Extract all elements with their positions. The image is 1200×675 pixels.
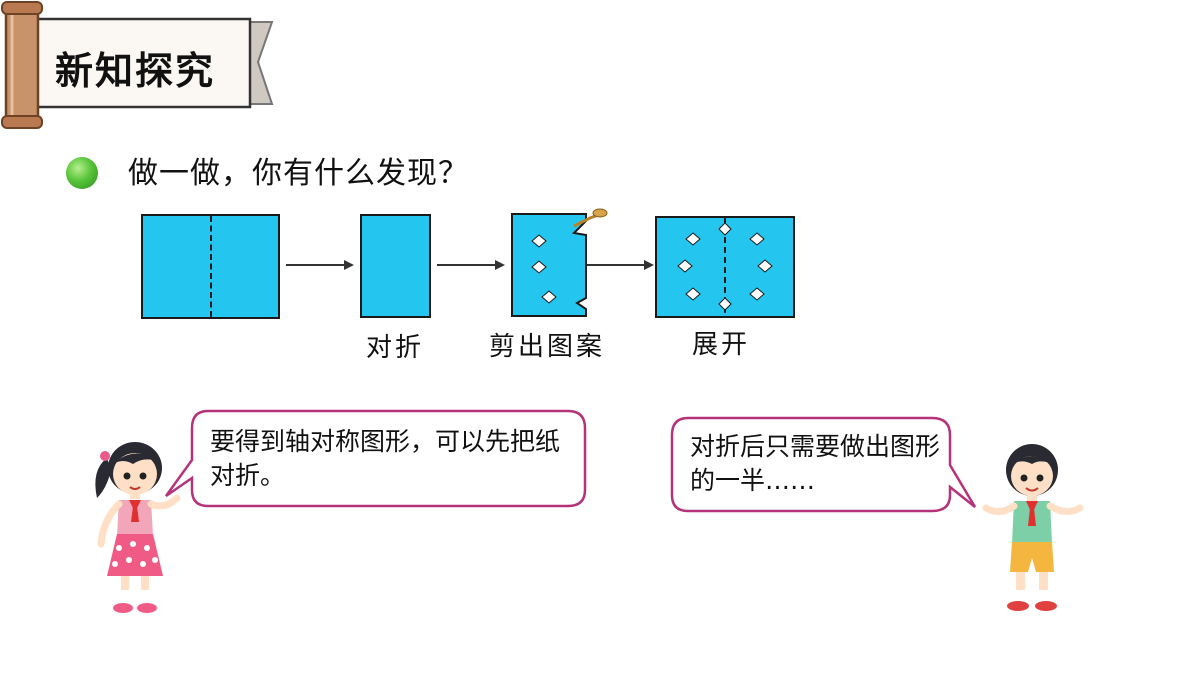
boy-speech-bubble bbox=[670, 416, 977, 513]
banner-title: 新知探究 bbox=[55, 48, 216, 93]
green-bullet-icon bbox=[66, 157, 98, 189]
step-label-fold: 对折 bbox=[366, 333, 425, 363]
paper-unfolded bbox=[655, 216, 795, 318]
paper-folded bbox=[360, 214, 431, 318]
question-text: 做一做，你有什么发现？ bbox=[128, 156, 469, 191]
girl-character bbox=[95, 442, 181, 613]
arrow-right-icon bbox=[286, 260, 354, 270]
girl-speech-text: 要得到轴对称图形，可以先把纸对折。 bbox=[210, 427, 561, 490]
paper-cut bbox=[511, 213, 587, 317]
arrow-right-icon bbox=[586, 260, 654, 270]
section-banner bbox=[1, 1, 274, 129]
boy-speech-text: 对折后只需要做出图形的一半…… bbox=[690, 432, 941, 495]
arrow-right-icon bbox=[437, 260, 505, 270]
scissors-icon bbox=[573, 208, 608, 228]
paper-full bbox=[141, 214, 280, 319]
step-label-unfold: 展开 bbox=[692, 330, 751, 360]
banner-ribbon-tail bbox=[247, 21, 274, 105]
girl-speech-bubble bbox=[164, 409, 587, 508]
banner-paper bbox=[30, 17, 252, 109]
boy-character bbox=[982, 444, 1084, 611]
step-label-cut: 剪出图案 bbox=[489, 332, 606, 362]
fold-line bbox=[210, 216, 212, 317]
